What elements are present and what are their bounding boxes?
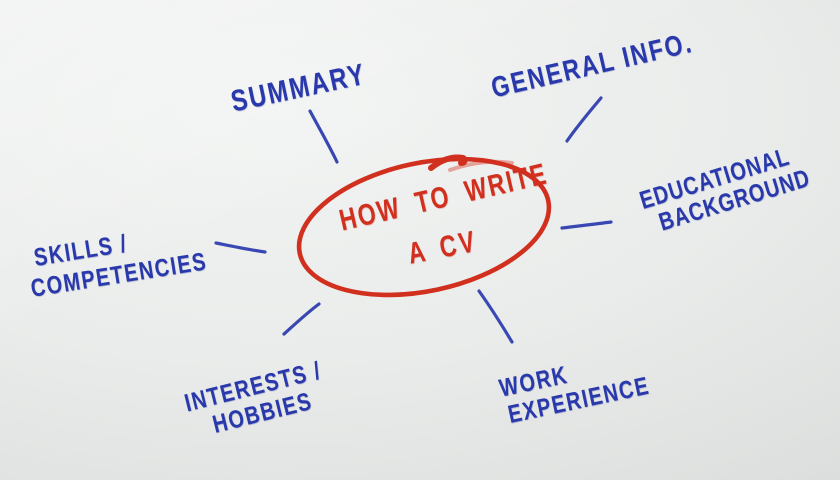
connector-general-info — [565, 96, 603, 143]
connector-work-experience — [477, 289, 514, 344]
center-ellipse-pen-hook — [428, 154, 468, 171]
center-ellipse-overlap-stroke — [448, 159, 514, 172]
connector-educational-background — [560, 220, 613, 230]
connector-summary — [308, 109, 339, 164]
center-ellipse — [296, 156, 552, 298]
connector-skills-competencies — [214, 241, 267, 254]
connector-interests-hobbies — [282, 302, 321, 336]
